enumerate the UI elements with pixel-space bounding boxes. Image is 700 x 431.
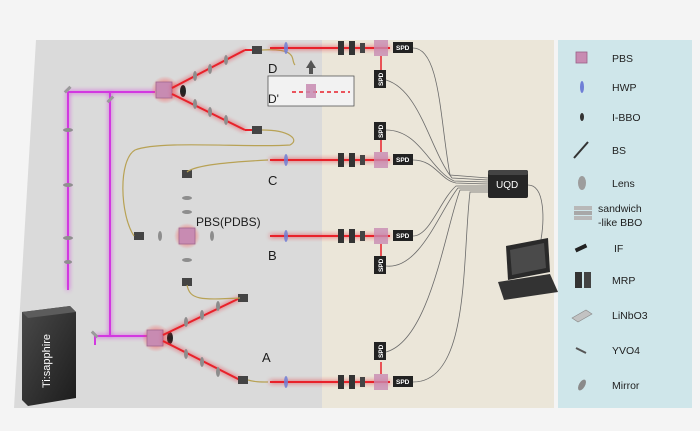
ti-sapphire-laser: Ti:sapphire bbox=[22, 306, 76, 406]
legend-label: YVO4 bbox=[612, 345, 640, 357]
linbo3-icon bbox=[571, 309, 593, 323]
sandwich-bbo-icon bbox=[574, 206, 592, 220]
i-bbo-icon bbox=[580, 113, 584, 121]
if-icon bbox=[574, 243, 588, 253]
spd-label: SPD bbox=[378, 124, 385, 138]
up-arrow-icon bbox=[306, 60, 316, 68]
legend-label: I-BBO bbox=[612, 112, 641, 124]
port-label-d-prime: D' bbox=[268, 92, 279, 106]
d-prime-inset bbox=[267, 60, 355, 107]
legend-panel bbox=[558, 40, 692, 408]
right-table bbox=[322, 40, 554, 408]
legend-label: LiNbO3 bbox=[612, 310, 648, 322]
legend-label: HWP bbox=[612, 82, 637, 94]
spd-label: SPD bbox=[396, 379, 410, 386]
spd-label: SPD bbox=[378, 344, 385, 358]
detection-beams bbox=[270, 47, 390, 383]
detection-station-d: SPD SPD bbox=[338, 40, 413, 88]
legend-label: MRP bbox=[612, 275, 635, 287]
pbs-icon bbox=[575, 51, 588, 64]
port-label-d: D bbox=[268, 61, 277, 76]
detection-station-b: SPD SPD bbox=[338, 228, 413, 274]
hwp-icon bbox=[580, 81, 584, 93]
lower-source bbox=[142, 294, 248, 384]
port-label-b: B bbox=[268, 248, 277, 263]
uqd-box: UQD bbox=[488, 170, 528, 198]
uqd-label: UQD bbox=[496, 180, 518, 191]
bs-icon bbox=[573, 141, 589, 159]
legend-label: Lens bbox=[612, 178, 635, 190]
legend-label: BS bbox=[612, 145, 626, 157]
yvo4-icon bbox=[575, 347, 587, 354]
spd-label: SPD bbox=[378, 258, 385, 272]
fibers bbox=[122, 49, 296, 383]
spd-label: SPD bbox=[396, 157, 410, 164]
left-table bbox=[14, 40, 322, 408]
legend: PBS HWP I-BBO BS Lens sandwich -like BBO… bbox=[571, 51, 648, 392]
laser-label: Ti:sapphire bbox=[41, 334, 53, 388]
legend-label: IF bbox=[614, 243, 623, 255]
port-label-c: C bbox=[268, 173, 277, 188]
laptop-icon bbox=[498, 238, 558, 300]
hwp-elements bbox=[284, 42, 288, 388]
upper-source bbox=[151, 46, 262, 134]
port-label-a: A bbox=[262, 350, 271, 365]
lens-icon bbox=[578, 176, 586, 190]
pump-beams bbox=[67, 91, 155, 337]
detection-station-a: SPD SPD bbox=[338, 342, 413, 390]
cables bbox=[385, 47, 544, 383]
legend-label-line1: sandwich bbox=[598, 203, 642, 215]
spd-label: SPD bbox=[396, 45, 410, 52]
central-pbs-assembly bbox=[134, 170, 330, 286]
mirror-icon bbox=[578, 379, 586, 391]
legend-label: Mirror bbox=[612, 380, 640, 392]
spd-label: SPD bbox=[396, 233, 410, 240]
pbs-center-label: PBS(PDBS) bbox=[196, 215, 261, 229]
mrp-icon bbox=[575, 272, 591, 288]
legend-label: PBS bbox=[612, 53, 633, 65]
detection-station-c: SPD SPD bbox=[338, 122, 413, 168]
pump-mirrors bbox=[63, 85, 115, 339]
pump-lenses bbox=[63, 128, 73, 264]
legend-label-line2: -like BBO bbox=[598, 217, 642, 229]
spd-label: SPD bbox=[378, 72, 385, 86]
